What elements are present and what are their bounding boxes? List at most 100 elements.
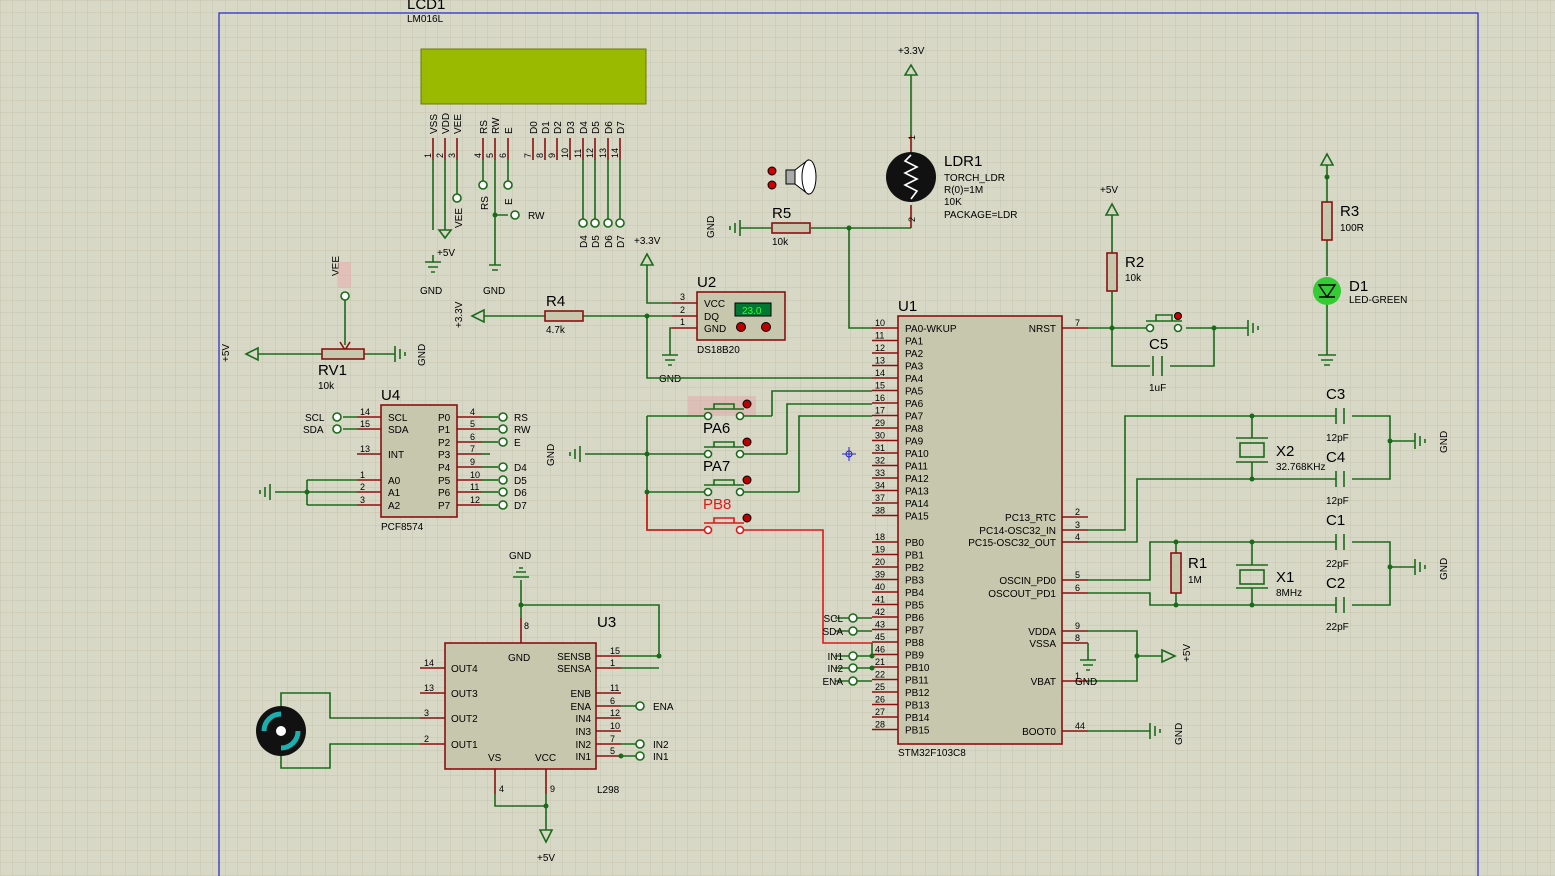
u4-sda-term: SDA [303, 425, 324, 436]
u1-pin-oscout_pd1: OSCOUT_PD1 [988, 589, 1056, 600]
u1-term-sda: SDA [822, 627, 843, 638]
u3-ref: U3 [597, 614, 616, 631]
u1-pin-boot0: BOOT0 [1022, 727, 1056, 738]
button-2[interactable] [703, 449, 713, 459]
u1-pin-pc13_rtc: PC13_RTC [1005, 513, 1056, 524]
u1-pin-pb7: PB7 [905, 626, 924, 637]
sensor-u2-ds18b20[interactable]: U2 VCC DQ GND 23.0 DS18B20 321 +3.3V GND [634, 236, 786, 385]
lcd-gnd-label-1: GND [420, 286, 442, 297]
svg-text:3: 3 [447, 153, 457, 158]
svg-text:R3: R3 [1340, 203, 1359, 220]
u1-term-scl: SCL [824, 614, 844, 625]
lcd-part: LM016L [407, 14, 444, 25]
u2-pin-gnd: GND [704, 324, 726, 335]
svg-text:6: 6 [470, 432, 475, 442]
u1-part: STM32F103C8 [898, 748, 966, 759]
u1-pin-pa1: PA1 [905, 337, 924, 348]
svg-text:2: 2 [907, 217, 917, 222]
u2-gnd-label: GND [659, 374, 681, 385]
lcd-pin-vdd: VDD [441, 113, 452, 134]
u4-pin-a0: A0 [388, 476, 401, 487]
u1-pin-pb3: PB3 [905, 576, 924, 587]
svg-text:X1: X1 [1276, 569, 1294, 586]
svg-text:12: 12 [585, 148, 595, 158]
u4-pin-sda: SDA [388, 425, 409, 436]
lcd-pin-d3: D3 [566, 121, 577, 134]
u1-pin-pb8: PB8 [905, 638, 924, 649]
svg-text:C1: C1 [1326, 512, 1345, 529]
u4-term-rw: RW [514, 425, 531, 436]
lcd-5v-label: +5V [437, 248, 455, 259]
svg-text:1: 1 [360, 470, 365, 480]
u3-part: L298 [597, 785, 620, 796]
svg-text:15: 15 [875, 381, 885, 391]
ldr-ldr1[interactable]: +3.3V 1 2 LDR1 TORCH_LDR R(0)=1M 10K PAC… [811, 46, 1017, 329]
svg-text:3: 3 [680, 292, 685, 302]
svg-text:4: 4 [470, 407, 475, 417]
svg-text:10: 10 [470, 470, 480, 480]
driver-u3-l298[interactable]: U3 L298 GND VS VCC OUT414OUT313OUT23OUT1… [280, 551, 674, 864]
button-4[interactable] [703, 525, 713, 535]
svg-text:31: 31 [875, 443, 885, 453]
u3-pin-ena: ENA [570, 702, 591, 713]
svg-text:15: 15 [610, 646, 620, 656]
u2-pin-vcc: VCC [704, 299, 725, 310]
ic-u4-pcf8574[interactable]: U4 PCF8574 SCL14SDA15INT13A01A12A23P04P1… [259, 387, 531, 533]
svg-text:22pF: 22pF [1326, 622, 1349, 633]
svg-text:45: 45 [875, 632, 885, 642]
svg-text:3: 3 [1075, 520, 1080, 530]
u4-pin-p1: P1 [438, 425, 451, 436]
push-buttons[interactable]: PA6 PA7 PB8 GND [546, 390, 872, 644]
lcd-pin-e: E [504, 127, 515, 134]
u1-pin-pb6: PB6 [905, 613, 924, 624]
lcd-pin-d6: D6 [604, 121, 615, 134]
svg-text:17: 17 [875, 406, 885, 416]
resistor-r5[interactable]: R5 10k GND [706, 205, 811, 248]
u1-pin-vssa: VSSA [1029, 639, 1056, 650]
svg-text:GND: GND [706, 216, 717, 238]
svg-text:38: 38 [875, 506, 885, 516]
u1-pin-pc15-osc32_out: PC15-OSC32_OUT [968, 538, 1056, 549]
svg-text:5: 5 [485, 153, 495, 158]
u1-pin-pc14-osc32_in: PC14-OSC32_IN [979, 526, 1056, 537]
u1-pin-pb0: PB0 [905, 538, 924, 549]
potentiometer-rv1[interactable]: VEE +5V GND RV1 10k [221, 256, 428, 392]
svg-text:R4: R4 [546, 293, 565, 310]
svg-text:1: 1 [610, 658, 615, 668]
mcu-u1-stm32f103c8[interactable]: U1 STM32F103C8 PA0-WKUP10PA111PA212PA313… [822, 298, 1088, 759]
svg-text:1M: 1M [1188, 575, 1202, 586]
button-1[interactable] [703, 411, 713, 421]
svg-text:3: 3 [360, 495, 365, 505]
u1-pin-vdda: VDDA [1028, 627, 1056, 638]
svg-text:40: 40 [875, 582, 885, 592]
u1-pin-pa8: PA8 [905, 424, 924, 435]
svg-text:8MHz: 8MHz [1276, 588, 1302, 599]
svg-text:1: 1 [1075, 671, 1080, 681]
svg-text:18: 18 [875, 532, 885, 542]
svg-text:1: 1 [423, 153, 433, 158]
u3-pin-out2: OUT2 [451, 714, 478, 725]
svg-text:1: 1 [680, 317, 685, 327]
u4-pin-p4: P4 [438, 463, 451, 474]
svg-text:10: 10 [610, 721, 620, 731]
u3-pin-out4: OUT4 [451, 664, 478, 675]
lcd-pin-rs: RS [479, 120, 490, 134]
reset-circuit[interactable]: +5V R2 10k C5 1uF [1088, 185, 1259, 394]
svg-text:R(0)=1M: R(0)=1M [944, 185, 983, 196]
led-d1[interactable]: R3 100R D1 LED-GREEN [1313, 152, 1407, 366]
u1-pin-pb13: PB13 [905, 701, 930, 712]
u1-pin-pb9: PB9 [905, 651, 924, 662]
button-3[interactable] [703, 487, 713, 497]
svg-text:R1: R1 [1188, 555, 1207, 572]
u1-ref: U1 [898, 298, 917, 315]
u4-pin-a2: A2 [388, 501, 401, 512]
lcd-lm016l[interactable]: LCD1 LM016L VSS1VDD2VEE3RS4RW5E6D07D18D2… [407, 0, 647, 297]
u1-pin-vbat: VBAT [1031, 677, 1056, 688]
svg-text:14: 14 [424, 658, 434, 668]
u2-part: DS18B20 [697, 345, 740, 356]
svg-text:6: 6 [498, 153, 508, 158]
svg-text:41: 41 [875, 595, 885, 605]
resistor-r4[interactable]: R4 4.7k +3.3V [454, 293, 872, 379]
